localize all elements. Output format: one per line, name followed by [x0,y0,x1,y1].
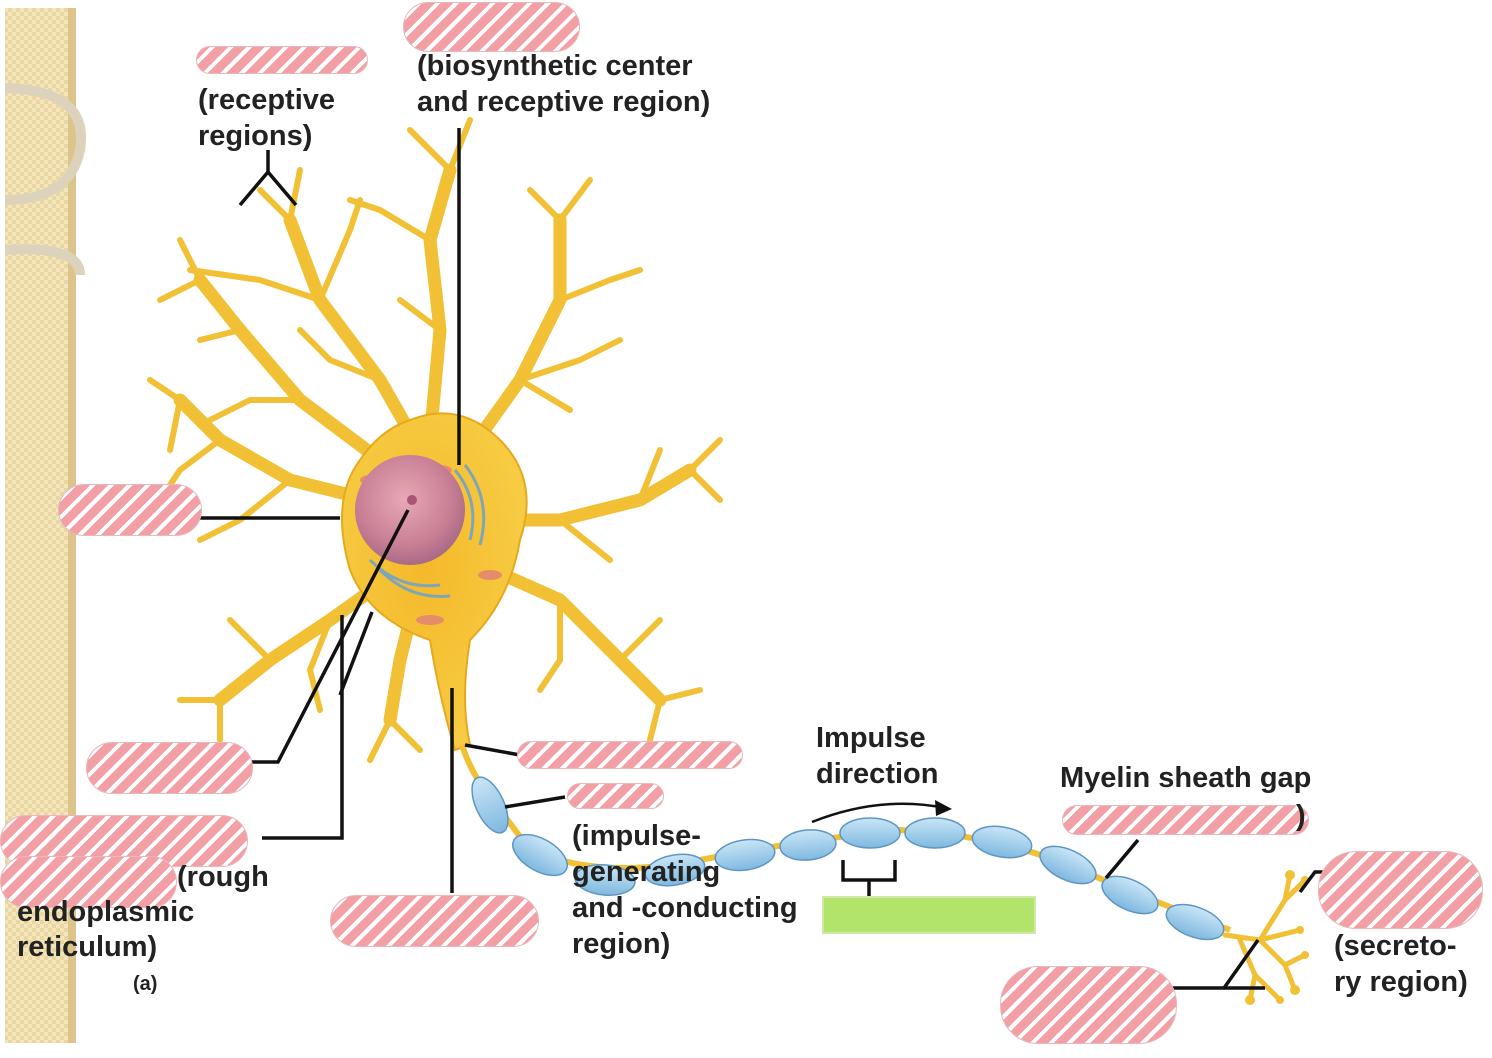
label-line: regions) [198,120,313,152]
label-line: and receptive region) [417,86,711,118]
label-myelin-sheath-gap: Myelin sheath gap [1060,762,1312,794]
answer-box-internode[interactable] [822,896,1036,934]
label-line: (receptive [198,84,336,116]
mask-axon-collateral[interactable] [517,741,743,769]
label-impulse-direction: Impulse direction [816,720,938,792]
label-secretory: (secreto- ry region) [1334,928,1468,1000]
figure-letter: (a) [133,973,158,995]
label-soma-desc: (biosynthetic center and receptive regio… [417,48,710,120]
label-rough-er-1: (rough [177,861,269,893]
mask-axon-terminals[interactable] [1318,851,1483,929]
impulse-arrowhead [935,800,952,816]
mask-axon[interactable] [567,783,664,809]
mask-dendrites[interactable] [196,46,368,74]
label-line: (impulse- [572,820,701,852]
nucleus [355,455,465,565]
label-rough-er-3: reticulum) [17,931,158,963]
label-myelin-paren: ) [1296,800,1306,832]
nucleolus [407,495,417,505]
mask-nucleus[interactable] [58,484,202,536]
label-rough-er-2: endoplasmic [17,896,195,928]
label-dendrites-desc: (receptive regions) [198,82,335,154]
axon-terminals [1222,872,1308,1003]
label-line: and -conducting [572,892,798,924]
myelin-sheath [471,776,1225,941]
label-line: region) [572,928,671,960]
terminal-knobs [1245,870,1309,1005]
mask-axon-hillock[interactable] [330,895,539,947]
label-line: generating [572,856,721,888]
label-line: ry region) [1334,966,1468,998]
mask-nucleolus[interactable] [86,742,253,794]
mask-cell-body[interactable] [403,2,580,52]
label-axon-desc: (impulse- generating and -conducting reg… [572,818,798,962]
label-line: (secreto- [1334,930,1457,962]
mask-schwann-cell[interactable] [1000,966,1177,1044]
label-line: (biosynthetic center [417,50,693,82]
mask-nissl-bodies[interactable] [0,856,177,908]
leader-lines [200,128,1330,990]
label-line: Impulse [816,722,926,754]
organelles [360,464,502,625]
impulse-arrow [811,802,946,824]
mask-node-of-ranvier[interactable] [1062,805,1309,835]
label-line: direction [816,758,939,790]
